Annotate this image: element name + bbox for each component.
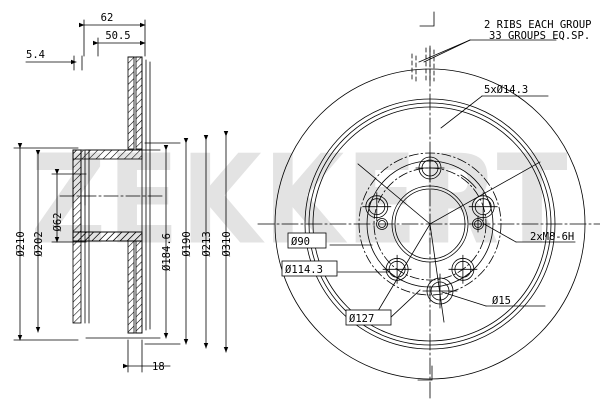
note-ribs-2-label: 33 GROUPS EQ.SP. [489,30,590,42]
label-thread: 2xM8-6H [530,231,574,243]
label-center-bore: Ø90 [291,236,310,248]
section-geometry [59,56,166,334]
dim-d213-label: Ø213 [201,231,213,256]
dim-d202-label: Ø202 [33,231,45,256]
dim-18-label: 18 [152,361,165,373]
rib-group [411,47,435,82]
dim-d62-label: Ø62 [52,213,64,232]
boxed-label-frames [281,232,392,326]
dim-d184-6-label: Ø184.6 [161,233,173,271]
dim-62-label: 62 [101,12,114,24]
label-small-holes: Ø15 [492,295,511,307]
label-bolt-holes: 5xØ14.3 [484,84,528,96]
label-bolt-circle: Ø114.3 [285,264,323,276]
leader-lines [329,39,576,319]
section-diameter-dimension-lines [13,130,229,353]
dim-d190-label: Ø190 [181,231,193,256]
dim-d210-label: Ø210 [15,231,27,256]
note-ribs-1-label: 2 RIBS EACH GROUP [484,19,591,31]
dim-5-4-label: 5.4 [26,49,45,61]
section-linear-dimension-lines [25,19,171,373]
label-outer-circle: Ø127 [349,313,374,325]
dim-50-5-label: 50.5 [105,30,130,42]
face-geometry [257,45,600,400]
corner-brackets [417,11,435,381]
dim-d310-label: Ø310 [221,231,233,256]
locating-hole [422,273,458,309]
